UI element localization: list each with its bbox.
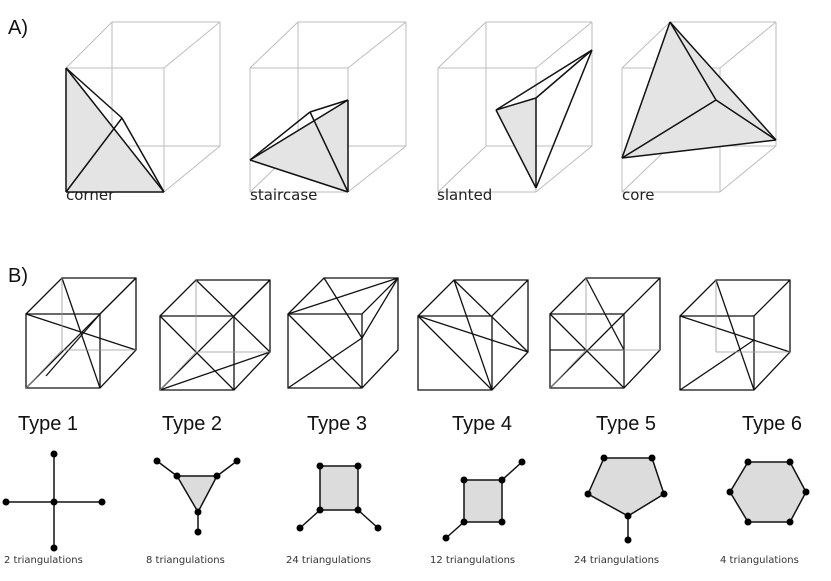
cube-type-1 [25,277,137,389]
tri-caption-4: 12 triangulations [430,555,516,566]
cube-type-5 [549,277,661,389]
type-label-6: Type 6 [742,413,803,435]
panel-a-label: A) [8,17,28,39]
type-label-1: Type 1 [18,413,79,435]
graph-type-6 [726,458,810,526]
tri-caption-5: 24 triangulations [574,555,660,566]
slanted-face [496,98,536,188]
tri-caption-1: 2 triangulations [4,555,83,566]
tri-caption-3: 24 triangulations [286,555,372,566]
graph-type-5 [584,454,668,544]
cube-core [621,21,777,193]
graph-type-2 [153,457,241,536]
cube-caption-slanted: slanted [437,186,493,204]
type-label-2: Type 2 [162,413,223,435]
type-label-5: Type 5 [596,413,657,435]
graph-type-3 [296,462,382,532]
cube-type-4 [417,279,529,391]
cube-type-6 [679,279,791,391]
cube-type-2 [159,279,271,391]
graph-type-4 [442,458,526,542]
graph-type-1 [2,450,106,552]
core-edges [621,21,777,159]
cube-corner [65,21,221,193]
cube-type-3 [287,277,399,389]
staircase-face [250,100,348,192]
type-label-4: Type 4 [452,413,513,435]
corner-tetra-edges [65,67,165,193]
cube-caption-corner: corner [66,186,115,204]
type-label-3: Type 3 [307,413,368,435]
cube-caption-core: core [622,186,655,204]
tri-caption-2: 8 triangulations [146,555,225,566]
cube-staircase [249,21,407,193]
tri-caption-6: 4 triangulations [720,555,799,566]
cube-caption-staircase: staircase [250,186,318,204]
core-face [622,22,776,158]
staircase-edges [249,99,349,193]
cube-frame [437,21,593,193]
cube-slanted [437,21,593,193]
panel-b-label: B) [8,265,28,287]
slanted-edges [495,49,593,189]
